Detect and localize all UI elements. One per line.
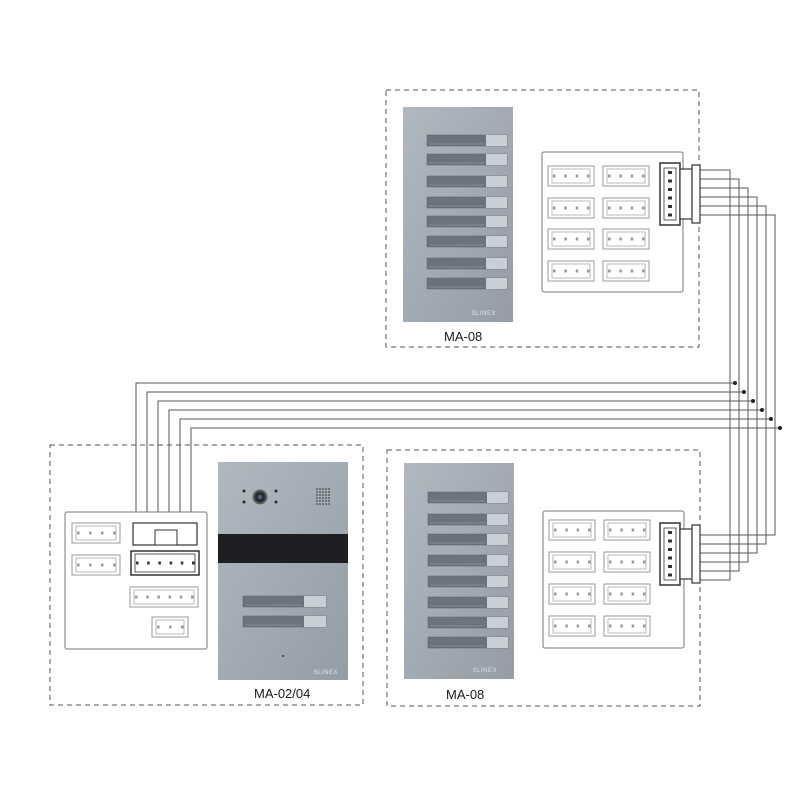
terminal-block xyxy=(548,519,596,541)
terminal-block xyxy=(129,586,199,608)
call-button xyxy=(426,277,508,290)
terminal-board-bottom-left xyxy=(64,511,208,650)
panel-brand: SLINEX xyxy=(473,668,497,674)
call-button xyxy=(427,533,509,546)
terminal-block xyxy=(548,615,596,637)
terminal-board-bottom-right xyxy=(542,510,701,649)
wire-junctions xyxy=(733,381,782,430)
terminal-block xyxy=(548,551,596,573)
terminal-block xyxy=(603,583,651,605)
terminal-block xyxy=(602,228,650,250)
panel-brand: SLINEX xyxy=(314,670,338,676)
call-button xyxy=(427,491,509,504)
panel-ma-08-bottom: SLINEX xyxy=(404,463,514,679)
call-button xyxy=(427,575,509,588)
display-strip xyxy=(218,534,348,563)
terminal-block xyxy=(547,165,595,187)
bus-connector xyxy=(659,522,701,586)
panel-ma-08-top: SLINEX xyxy=(403,107,513,322)
speaker-grille-icon xyxy=(316,488,330,505)
call-button xyxy=(426,134,508,147)
terminal-block xyxy=(547,197,595,219)
call-button xyxy=(427,554,509,567)
terminal-block xyxy=(548,583,596,605)
terminal-block xyxy=(71,522,121,544)
call-button xyxy=(426,235,508,248)
call-button xyxy=(427,616,509,629)
terminal-block xyxy=(602,260,650,282)
panel-ma-02-04: SLINEX xyxy=(218,462,348,680)
terminal-block xyxy=(603,519,651,541)
call-button xyxy=(426,153,508,166)
call-button xyxy=(242,595,327,608)
call-button xyxy=(427,636,509,649)
bus-connector xyxy=(659,162,701,226)
terminal-block xyxy=(602,165,650,187)
terminal-block xyxy=(151,616,189,638)
terminal-block xyxy=(547,260,595,282)
call-button xyxy=(426,175,508,188)
terminal-block xyxy=(130,550,200,576)
terminal-block xyxy=(603,551,651,573)
module-label-bottom-right: MA-08 xyxy=(446,687,484,702)
terminal-block xyxy=(547,228,595,250)
terminal-block xyxy=(602,197,650,219)
terminal-board-top-right xyxy=(541,151,701,293)
enclosure-bottom-left xyxy=(49,444,364,706)
call-button xyxy=(426,215,508,228)
bus-wires xyxy=(135,169,780,581)
call-button xyxy=(242,615,327,628)
call-button xyxy=(427,596,509,609)
module-label-bottom-left: MA-02/04 xyxy=(254,686,310,701)
module-label-top-right: MA-08 xyxy=(444,329,482,344)
terminal-block xyxy=(71,554,121,576)
call-button xyxy=(427,513,509,526)
call-button xyxy=(426,257,508,270)
terminal-block xyxy=(603,615,651,637)
panel-brand: SLINEX xyxy=(472,311,496,317)
call-button xyxy=(426,196,508,209)
